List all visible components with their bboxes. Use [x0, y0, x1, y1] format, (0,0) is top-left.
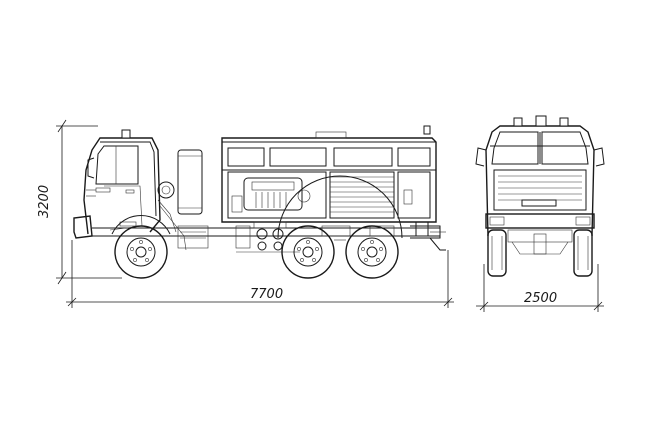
height-label: 3200 [37, 185, 52, 218]
pump-outlets [235, 221, 395, 253]
front-view-left-wheel [487, 229, 507, 277]
width-label: 2500 [524, 291, 557, 306]
side-view [73, 125, 446, 279]
front-view [475, 115, 605, 277]
exhaust-unit [157, 149, 209, 251]
cargo-body [221, 125, 437, 236]
rear-wheel-2 [334, 225, 399, 279]
height-dimension [56, 119, 122, 285]
rear-wheel-1 [277, 175, 403, 279]
width-dimension [476, 264, 604, 312]
cab [83, 129, 161, 235]
length-dimension [66, 240, 454, 308]
front-wheel [111, 215, 171, 279]
length-label: 7700 [250, 287, 283, 302]
front-view-right-wheel [573, 229, 593, 277]
